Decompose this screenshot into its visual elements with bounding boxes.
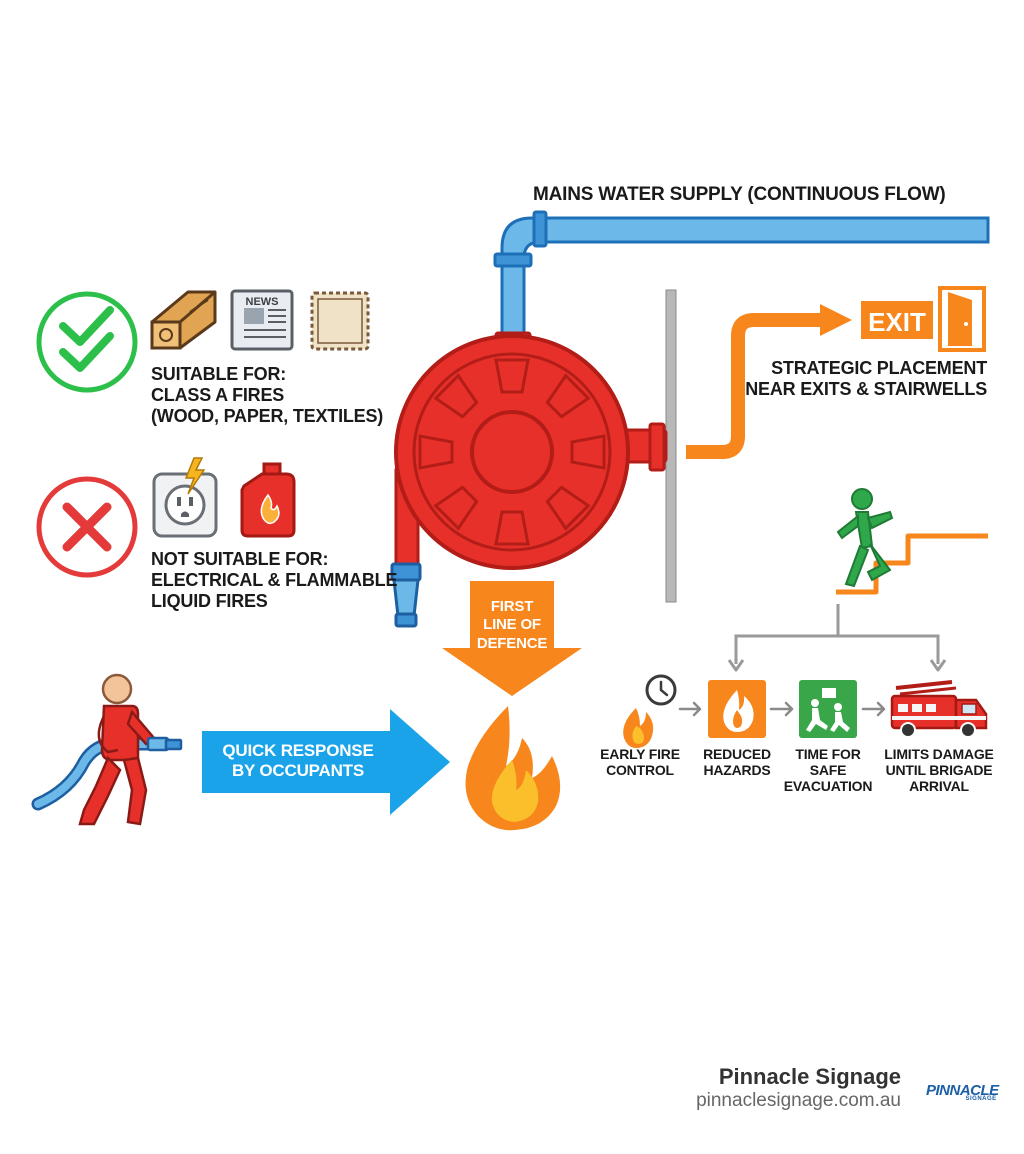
step-label-reduced-hazards: REDUCED HAZARDS [703, 746, 771, 779]
flame-clock-icon [623, 674, 677, 748]
person-climbing-icon [836, 488, 894, 588]
wood-icon [150, 290, 217, 350]
first-line-of-defence-label: FIRST LINE OF DEFENCE [476, 598, 548, 652]
suitable-label: SUITABLE FOR: CLASS A FIRES (WOOD, PAPER… [151, 364, 384, 427]
strategic-placement-label: STRATEGIC PLACEMENT NEAR EXITS & STAIRWE… [745, 358, 987, 400]
logo-text: PINNACLE [926, 1082, 999, 1099]
brand-name: Pinnacle Signage [718, 1064, 901, 1089]
logo-subtext: SIGNAGE [965, 1096, 997, 1102]
exit-sign: EXIT [861, 301, 933, 339]
fire-icon [465, 706, 561, 831]
not-suitable-label: NOT SUITABLE FOR: ELECTRICAL & FLAMMABLE… [151, 549, 398, 612]
evacuation-sign-icon [799, 680, 857, 738]
news-icon-text: NEWS [246, 296, 279, 308]
exit-sign-text: EXIT [868, 307, 926, 337]
step-arrows [678, 701, 886, 717]
step-label-early-fire-control: EARLY FIRE CONTROL [600, 746, 680, 779]
exit-door-icon [938, 286, 986, 352]
electrical-outlet-icon [152, 457, 218, 538]
person-with-hose-icon [31, 673, 183, 826]
stairs-icon [836, 533, 988, 595]
quick-response-arrow [202, 709, 450, 815]
fire-truck-icon [890, 680, 988, 738]
brand-url[interactable]: pinnaclesignage.com.au [696, 1090, 901, 1111]
pinnacle-logo: PINNACLE SIGNAGE [926, 1082, 999, 1102]
step-label-safe-evacuation: TIME FOR SAFE EVACUATION [783, 746, 873, 795]
hose-reel-icon [390, 331, 668, 628]
mains-water-supply-label: MAINS WATER SUPPLY (CONTINUOUS FLOW) [533, 184, 946, 205]
exit-route-arrow [686, 304, 852, 459]
mains-water-pipe [493, 210, 990, 342]
step-label-limits-damage: LIMITS DAMAGE UNTIL BRIGADE ARRIVAL [884, 746, 994, 795]
newspaper-icon: NEWS [230, 289, 294, 351]
textile-icon [310, 291, 370, 351]
first-line-arrow [442, 581, 582, 696]
fuel-can-icon [240, 462, 296, 538]
check-circle-icon [36, 291, 138, 393]
quick-response-label: QUICK RESPONSE BY OCCUPANTS [222, 741, 374, 781]
cross-circle-icon [36, 476, 138, 578]
hazard-flame-icon [708, 680, 766, 738]
branch-connector [727, 604, 947, 672]
